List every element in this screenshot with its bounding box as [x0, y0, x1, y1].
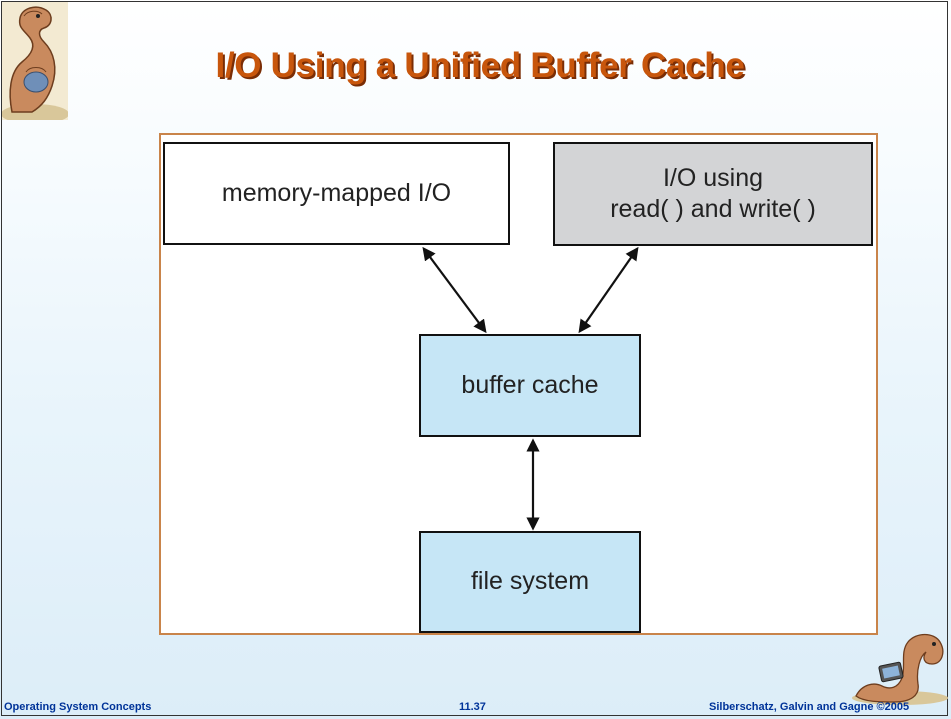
read-write-io-box: I/O using read( ) and write( ) [553, 142, 873, 246]
slide-title: I/O Using a Unified Buffer Cache [215, 46, 745, 85]
buffer-cache-label: buffer cache [461, 370, 599, 399]
buffer-cache-box: buffer cache [419, 334, 641, 437]
read-write-io-label-line2: read( ) and write( ) [610, 195, 816, 223]
dinosaur-laptop-icon [852, 633, 948, 705]
memory-mapped-io-label: memory-mapped I/O [221, 178, 452, 207]
footer-copyright: Silberschatz, Galvin and Gagne ©2005 [709, 701, 910, 713]
footer-slide-number: 11.37 [459, 701, 486, 713]
read-write-io-label-line1: I/O using [662, 163, 764, 192]
file-system-box: file system [419, 531, 641, 633]
memory-mapped-io-box: memory-mapped I/O [163, 142, 510, 245]
file-system-label: file system [470, 567, 590, 596]
dinosaur-logo-icon [2, 2, 68, 120]
footer-course-title: Operating System Concepts [4, 701, 152, 713]
